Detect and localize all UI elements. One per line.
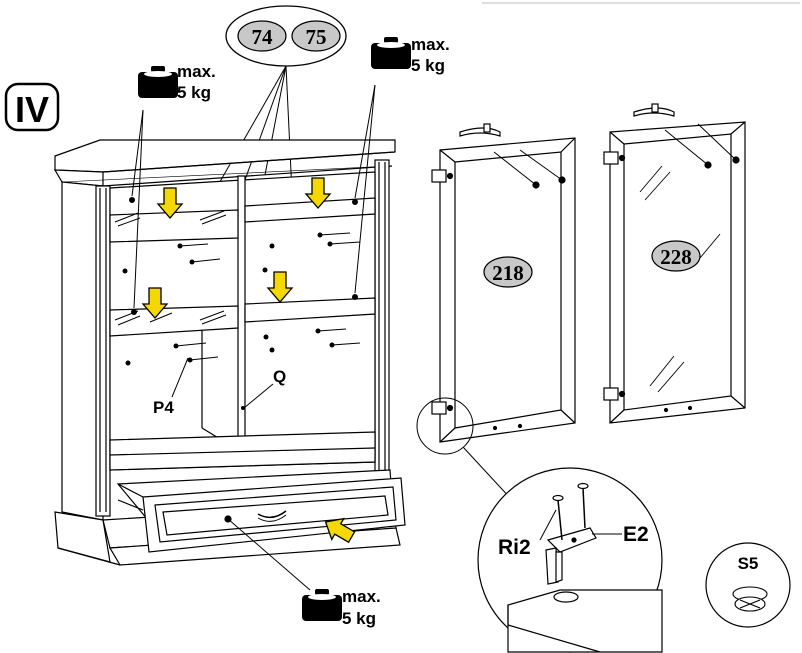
svg-text:Q: Q	[273, 367, 286, 386]
label-e2: E2	[623, 523, 649, 546]
svg-text:max.: max.	[342, 587, 381, 606]
cabinet	[53, 139, 406, 566]
weight-limit-upper-left: max. 5 kg	[131, 62, 216, 309]
svg-text:218: 218	[492, 261, 524, 285]
door-right	[603, 103, 746, 424]
svg-text:P4: P4	[153, 398, 174, 417]
label-q: Q	[243, 367, 286, 409]
door-left	[431, 123, 576, 443]
weight-limit-upper-right: max. 5 kg	[354, 35, 450, 294]
part-ref-75: 75	[306, 25, 327, 49]
svg-text:5 kg: 5 kg	[177, 83, 211, 102]
door-left-ref: 218	[483, 256, 533, 288]
step-numeral: IV	[15, 89, 49, 130]
part-ref-callout: 74 75	[199, 5, 347, 306]
svg-text:max.: max.	[177, 62, 216, 81]
svg-text:max.: max.	[411, 35, 450, 54]
label-ri2: Ri2	[498, 536, 531, 559]
svg-text:5 kg: 5 kg	[342, 609, 376, 628]
weight-limit-drawer: max. 5 kg	[227, 518, 381, 628]
hinge-zoom-marker	[416, 397, 513, 501]
step-badge: IV	[4, 82, 60, 132]
hinge-detail	[477, 467, 663, 653]
door-right-ref: 228	[651, 240, 701, 272]
part-s5: S5	[705, 542, 791, 628]
insert-arrows	[142, 177, 356, 544]
svg-text:S5: S5	[738, 554, 759, 573]
hinge-detail-labels: Ri2 E2	[498, 509, 649, 559]
svg-text:228: 228	[660, 245, 692, 269]
svg-text:5 kg: 5 kg	[411, 56, 445, 75]
part-ref-74: 74	[252, 25, 274, 49]
label-p4: P4	[153, 357, 189, 417]
shelf-pins	[122, 197, 358, 410]
